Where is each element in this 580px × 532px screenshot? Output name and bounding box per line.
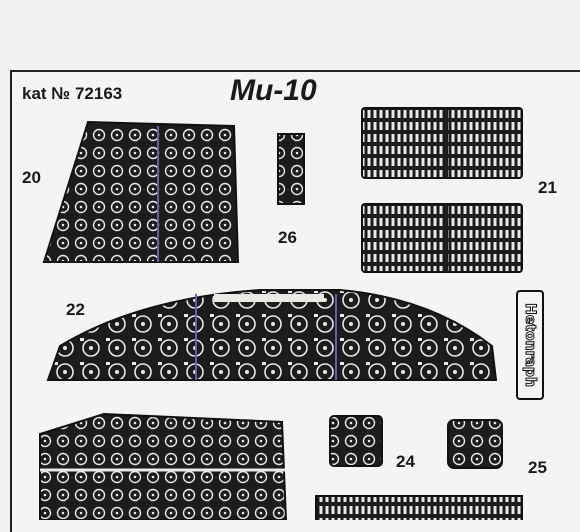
part-21-switch-panels <box>361 107 523 273</box>
part-number-21: 21 <box>538 178 557 197</box>
brand-logo-text: Hetonraph <box>522 303 538 387</box>
brand-logo: Hetonraph <box>516 290 544 400</box>
part-number-22: 22 <box>66 300 85 319</box>
part-26-gauge-strip <box>277 133 305 205</box>
part-20-instrument-panel <box>42 120 240 263</box>
catalog-number: kat № 72163 <box>22 84 123 103</box>
part-number-26: 26 <box>278 228 297 247</box>
lower-left-panel <box>39 412 288 520</box>
part-number-25: 25 <box>528 458 547 477</box>
model-name: Mu-10 <box>230 74 317 107</box>
part-number-24: 24 <box>396 452 415 471</box>
part-25-small-panel <box>447 419 503 469</box>
etched-parts <box>39 107 523 520</box>
part-24-small-panel <box>329 415 383 467</box>
part-number-20: 20 <box>22 168 41 187</box>
part-22-main-dashboard <box>46 289 498 381</box>
lower-right-strip <box>315 495 523 520</box>
